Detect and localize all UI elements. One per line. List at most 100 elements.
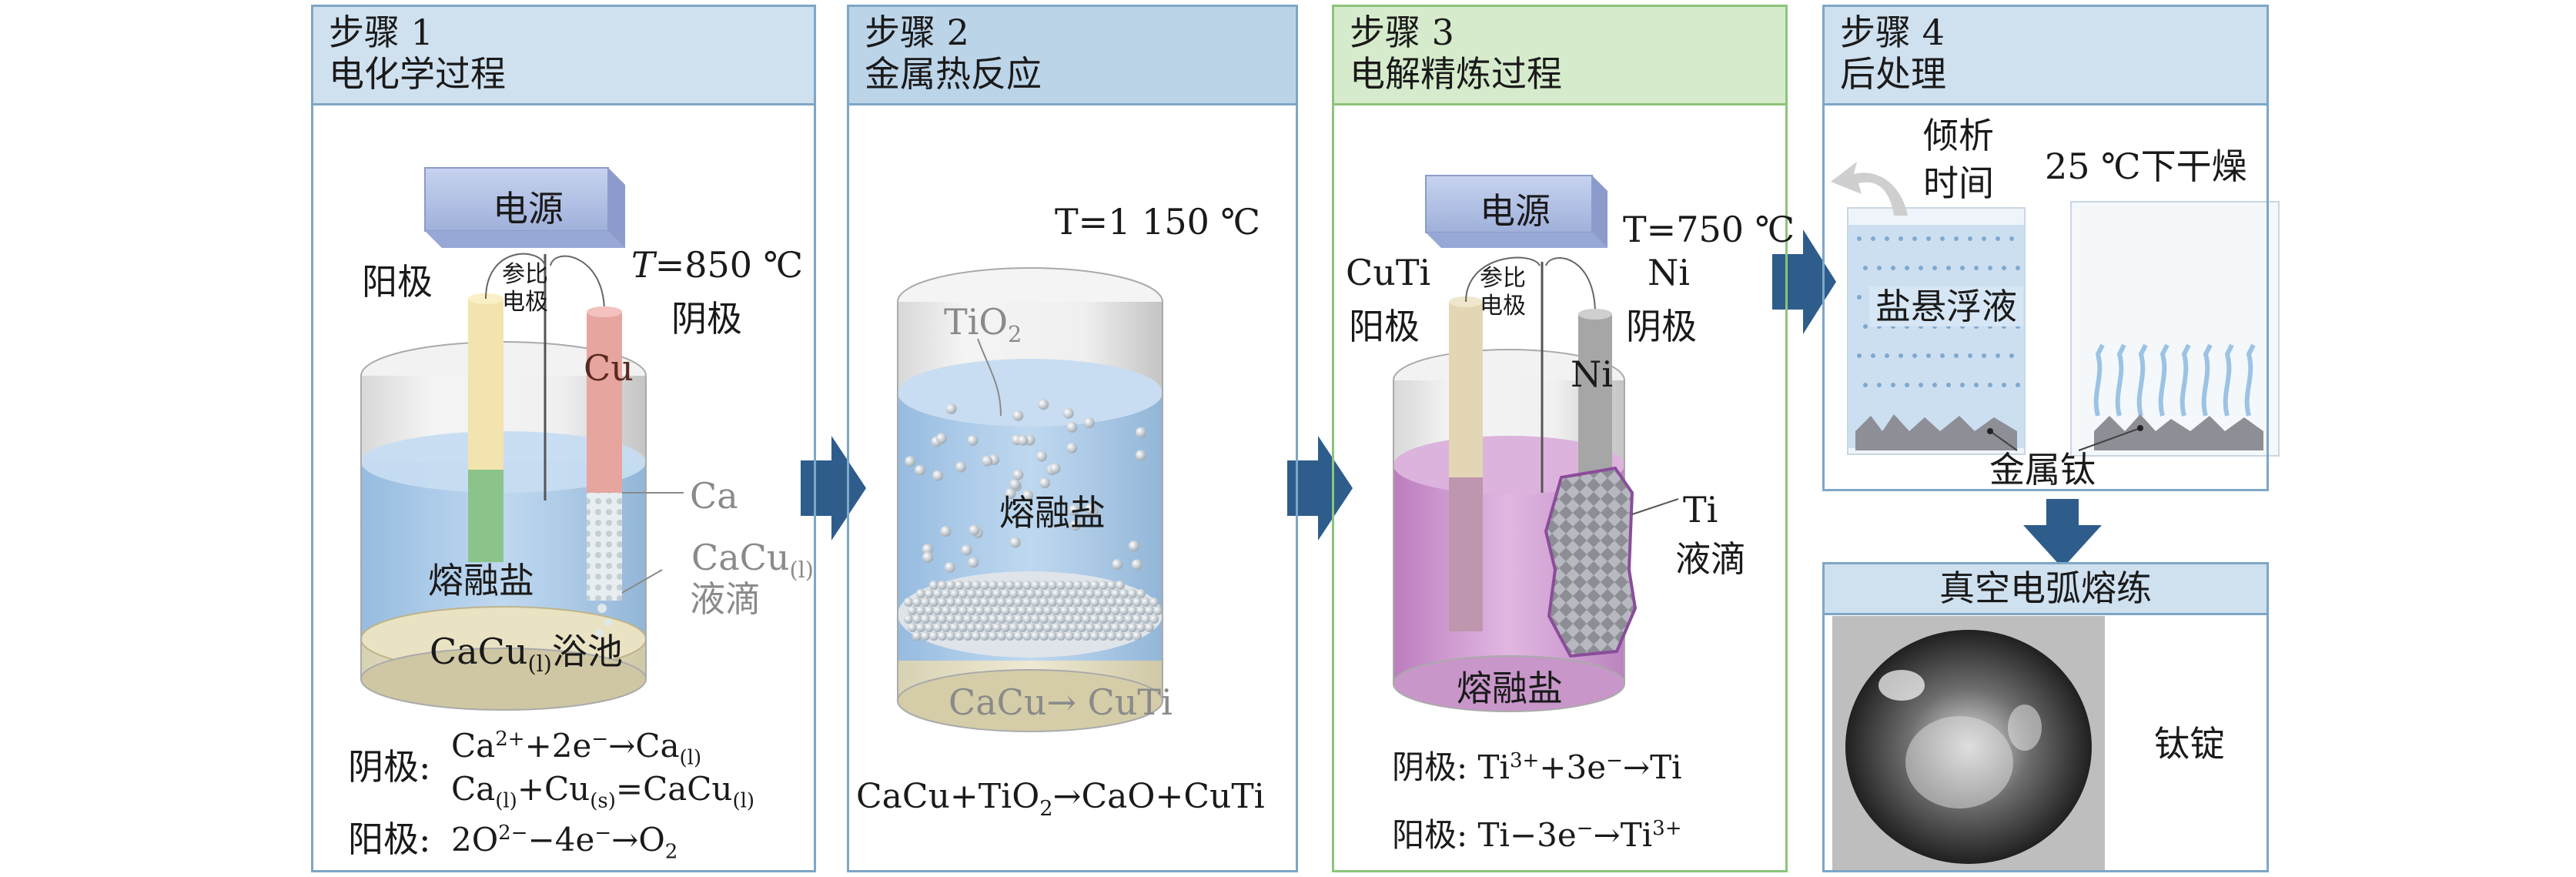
particle-bed-ball [1056, 614, 1066, 624]
particle-bed-ball [1116, 581, 1125, 590]
tio2-particle [915, 464, 926, 476]
particle-bed-ball [1107, 597, 1116, 607]
particle-bed-ball [912, 614, 922, 624]
particle-bed-ball [1124, 597, 1133, 607]
particle-bed-ball [1119, 589, 1129, 598]
particle-bed-ball [1111, 589, 1120, 598]
step3-panel [1332, 5, 1788, 872]
particle-bed-ball [1035, 606, 1044, 615]
tio2-particle [922, 544, 933, 555]
particle-bed-ball [1090, 597, 1099, 607]
tio2-particle [1017, 434, 1029, 446]
tio2-particle [1085, 503, 1096, 514]
particle-bed-ball [1026, 623, 1035, 632]
suspension-dot [1857, 295, 1862, 300]
particle-bed-ball [950, 589, 959, 598]
particle-bed-ball [925, 589, 934, 598]
step1-molten-salt: 熔融盐 [428, 560, 534, 601]
tio2-particle [955, 461, 966, 473]
suspension-dot [1885, 236, 1889, 241]
particle-bed-ball [904, 614, 913, 624]
particle-bed-ball [929, 631, 938, 641]
particle-bed-ball [916, 606, 925, 615]
particle-bed-ball [1069, 589, 1078, 598]
particle-bed-ball [1116, 631, 1125, 641]
arrow-1-to-2 [801, 436, 866, 541]
steam-line [2115, 343, 2126, 417]
particle-bed-ball [1145, 606, 1154, 615]
steam-line [2244, 343, 2256, 417]
suspension-dot [1946, 266, 1951, 270]
particle-bed-ball [1116, 597, 1125, 607]
suspension-dot [1926, 236, 1931, 241]
particle-bed-ball [1039, 631, 1049, 641]
particle-bed-ball [963, 581, 972, 590]
step4-number: 步骤 4 [1840, 12, 1945, 53]
particle-bed-ball [1035, 623, 1044, 632]
particle-bed-ball [1094, 589, 1103, 598]
tio2-particle [967, 435, 979, 447]
step3-power-label: 电源 [1480, 190, 1551, 232]
particle-bed-ball [1149, 597, 1159, 607]
step4-metal-ti-label: 金属钛 [1989, 449, 2096, 490]
tio2-particle [922, 551, 934, 563]
particle-bed-ball [1153, 606, 1163, 615]
tio2-particle [932, 470, 944, 481]
particle-bed-ball [989, 597, 998, 607]
particle-bed-ball [1136, 589, 1146, 598]
particle-bed-ball [1048, 631, 1057, 641]
particle-bed-ball [921, 597, 930, 607]
tio2-particle [1131, 559, 1142, 571]
particle-bed-ball [1149, 614, 1159, 624]
tio2-particle [1066, 442, 1078, 454]
step4-title: 后处理 [1840, 53, 1946, 95]
suspension-dot [1912, 353, 1917, 358]
particle-bed-ball [955, 614, 964, 624]
particle-bed-ball [1136, 623, 1146, 632]
particle-bed-ball [958, 623, 968, 632]
particle-bed-ball [1031, 597, 1040, 607]
tio2-particle [1083, 417, 1095, 429]
particle-bed-ball [1056, 631, 1066, 641]
step2-header: 步骤 2 金属热反应 [849, 7, 1296, 105]
suspension-dot [1960, 383, 1965, 387]
particle-bed-ball [958, 606, 968, 615]
step1-title: 电化学过程 [329, 53, 506, 95]
particle-bed-ball [1111, 623, 1120, 632]
particle-bed-ball [972, 597, 981, 607]
particle-bed-ball [1132, 631, 1142, 641]
step2-title: 金属热反应 [865, 53, 1042, 95]
particle-bed-ball [1014, 614, 1023, 624]
particle-bed-ball [1060, 623, 1069, 632]
suspension-dot [1905, 266, 1909, 270]
particle-bed-ball [1035, 589, 1044, 598]
step2-panel [847, 5, 1298, 872]
arrow-3-to-4 [1772, 229, 1836, 334]
tio2-particle [1069, 520, 1081, 531]
particle-bed-ball [1026, 606, 1035, 615]
particle-bed-ball [946, 597, 955, 607]
tio2-particle [1009, 537, 1021, 548]
particle-bed-ball [1048, 614, 1057, 624]
suspension-dot [1863, 266, 1868, 270]
particle-bed-ball [942, 606, 951, 615]
tio2-particle [1066, 421, 1078, 433]
particle-bed-ball [1119, 606, 1129, 615]
particle-bed-ball [946, 614, 955, 624]
particle-bed-ball [1018, 589, 1027, 598]
particle-bed-ball [1073, 597, 1082, 607]
particle-bed-ball [997, 597, 1006, 607]
suspension-dot [2009, 353, 2014, 358]
particle-bed-ball [1001, 623, 1010, 632]
particle-bed-ball [997, 614, 1006, 624]
particle-bed-ball [1086, 589, 1095, 598]
tio2-particle [1069, 504, 1080, 516]
particle-bed-ball [942, 589, 951, 598]
tio2-particle [1049, 463, 1061, 474]
particle-bed-ball [1039, 597, 1049, 607]
particle-bed-ball [1014, 597, 1023, 607]
particle-bed-ball [997, 581, 1006, 590]
particle-bed-ball [980, 631, 989, 641]
step2-cell [897, 267, 1163, 732]
particle-bed-ball [1141, 597, 1150, 607]
